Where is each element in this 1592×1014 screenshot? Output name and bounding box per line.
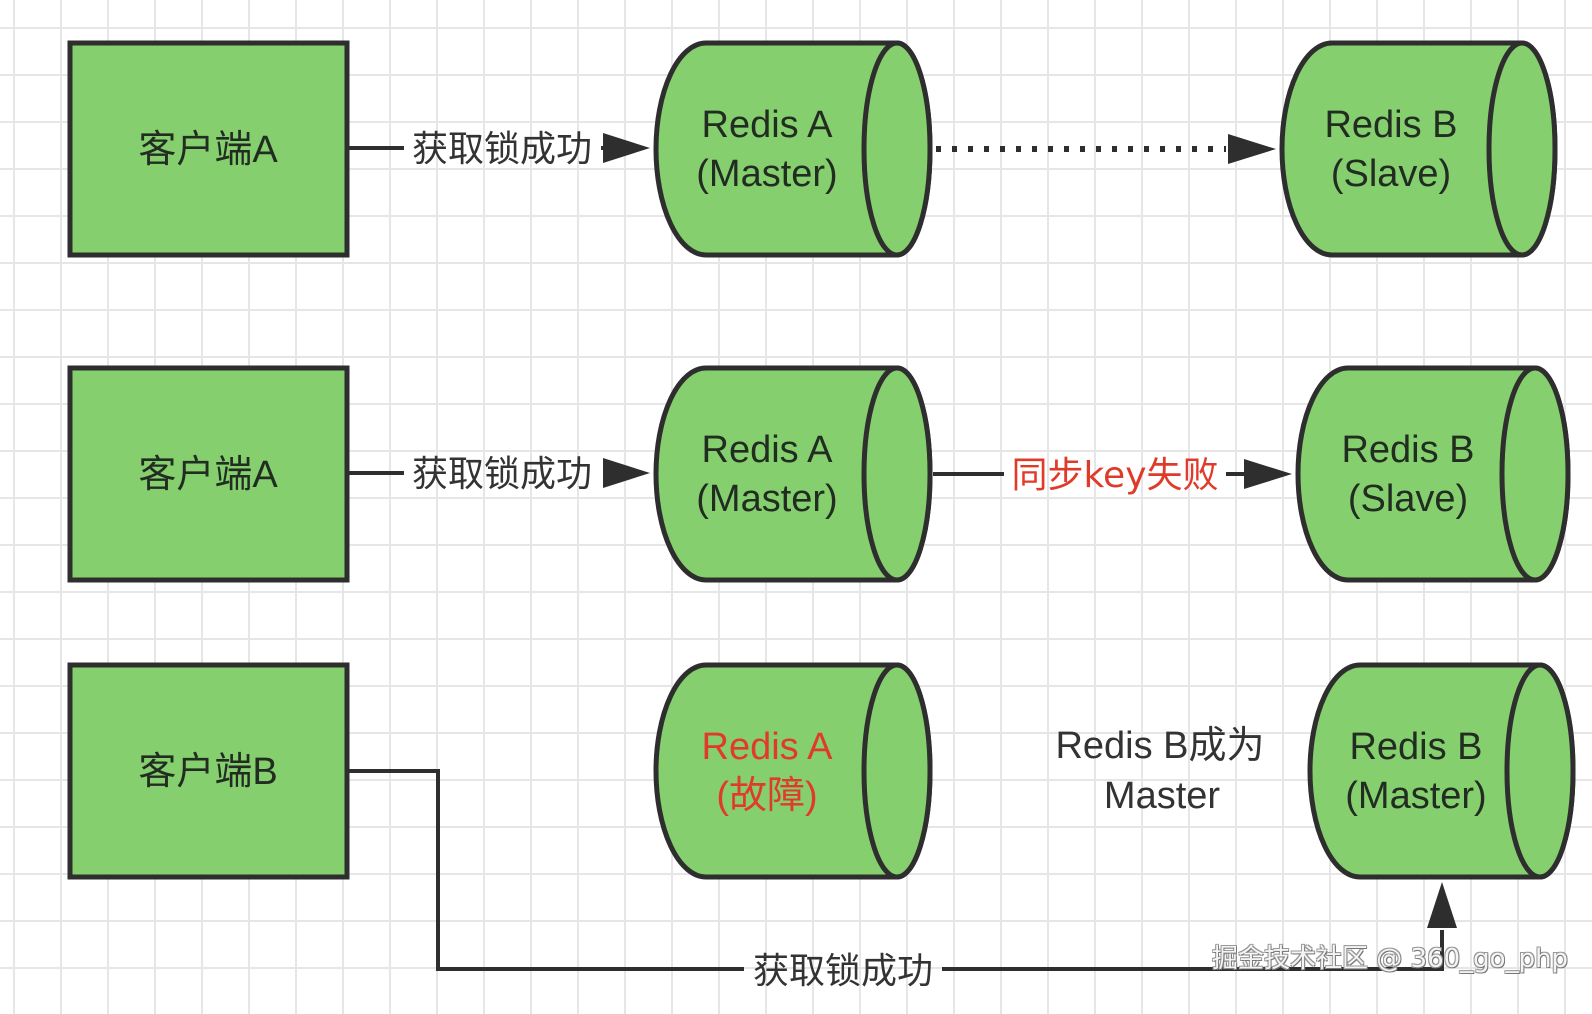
edge-label: 获取锁成功 [412, 129, 592, 170]
failover-note-line1: Redis B成为 [1055, 725, 1264, 767]
failover-note: Redis B成为 Master [1055, 725, 1264, 817]
node-label-line1: Redis A [702, 104, 834, 146]
replication-edge[interactable] [936, 134, 1276, 164]
client-to-new-master-edge[interactable]: 获取锁成功 [349, 769, 1457, 992]
client-node[interactable]: 客户端B [67, 662, 350, 880]
client-to-master-edge[interactable]: 获取锁成功 [349, 454, 650, 495]
arrowhead-icon [603, 133, 650, 163]
node-label-line1: Redis B [1341, 429, 1474, 471]
node-label-line1: Redis A [702, 726, 834, 768]
node-label-line1: Redis B [1324, 104, 1457, 146]
node-label-line2: (Slave) [1348, 478, 1468, 520]
arrowhead-icon [603, 458, 650, 488]
client-label: 客户端B [138, 751, 277, 793]
redis-failed-node[interactable]: Redis A (故障) [653, 662, 933, 880]
edge-label: 获取锁成功 [412, 454, 592, 495]
redis-slave-node[interactable]: Redis B (Slave) [1295, 365, 1571, 583]
node-label-line1: Redis A [702, 429, 834, 471]
watermark: 掘金技术社区 @ 360_go_php [1212, 944, 1569, 974]
node-label-line2: (Master) [1345, 775, 1486, 817]
client-label: 客户端A [138, 454, 278, 496]
node-label-line2: (Master) [696, 153, 837, 195]
redis-master-node[interactable]: Redis A (Master) [653, 40, 933, 258]
redis-master-node[interactable]: Redis A (Master) [653, 365, 933, 583]
failover-note-line2: Master [1104, 775, 1220, 817]
sync-failed-label: 同步key失败 [1011, 455, 1218, 496]
arrowhead-icon [1244, 459, 1292, 489]
arrowhead-icon [1427, 882, 1457, 928]
redis-new-master-node[interactable]: Redis B (Master) [1307, 662, 1576, 880]
row-2: 客户端A 获取锁成功 Redis A (Master) 同步key失败 Redi… [67, 365, 1571, 583]
node-label-line1: Redis B [1349, 726, 1482, 768]
client-label: 客户端A [138, 129, 278, 171]
redis-slave-node[interactable]: Redis B (Slave) [1279, 40, 1558, 258]
node-label-line2: (故障) [716, 775, 817, 817]
client-node[interactable]: 客户端A [67, 365, 350, 583]
node-label-line2: (Slave) [1331, 153, 1451, 195]
client-node[interactable]: 客户端A [67, 40, 350, 258]
arrowhead-icon [1228, 134, 1276, 164]
node-label-line2: (Master) [696, 478, 837, 520]
client-to-master-edge[interactable]: 获取锁成功 [349, 129, 650, 170]
row-3: 客户端B 获取锁成功 Redis A (故障) Redis B成为 Master… [67, 662, 1576, 992]
replication-edge[interactable]: 同步key失败 [933, 455, 1292, 496]
row-1: 客户端A 获取锁成功 Redis A (Master) Redis B (Sla… [67, 40, 1558, 258]
edge-label: 获取锁成功 [753, 951, 933, 992]
